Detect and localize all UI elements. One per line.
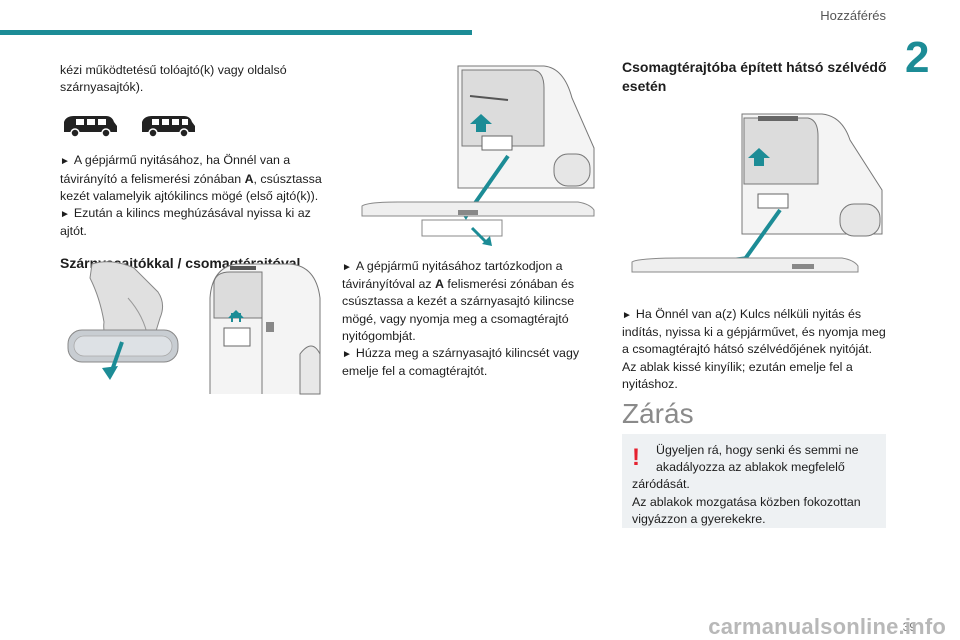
bullet-keyless-open: ►Ha Önnél van a(z) Kulcs nélküli nyitás … — [622, 307, 886, 357]
bullet-pull-wing-handle: ►Húzza meg a szárnyasajtó kilincsét vagy… — [342, 346, 580, 379]
bullet-pull-handle: ►Ezután a kilincs meghúzásával nyissa ki… — [60, 206, 311, 239]
heading-locking: Zárás — [622, 398, 694, 429]
warning-line: vigyázzon a gyerekekre. — [632, 511, 766, 526]
warning-line: Az ablakok mozgatása közben fokozottan — [632, 494, 861, 509]
tailgate-illustration — [361, 65, 595, 246]
header-accent-bar — [0, 30, 472, 35]
bullet-arrow: ► — [342, 349, 352, 361]
warning-box: ! Ügyeljen rá, hogy senki és semmi ne ak… — [622, 434, 886, 528]
van-wing-door-icon — [142, 116, 195, 139]
chapter-number: 2 — [905, 33, 930, 82]
bullet-zone-open: ►A gépjármű nyitásához tartózkodjon a tá… — [342, 259, 575, 343]
heading-rear-window: Csomagtérajtóba épített hátsó szélvédő e… — [622, 59, 887, 94]
page-number: 39 — [902, 620, 916, 634]
watermark: carmanualsonline.info — [708, 614, 946, 639]
vehicle-icons — [60, 112, 322, 139]
hand-on-handle-illustration — [67, 261, 179, 380]
column-3: Csomagtérajtóba épített hátsó szélvédő e… — [622, 58, 888, 96]
bullet-arrow: ► — [60, 209, 70, 221]
bullet-arrow: ► — [622, 310, 632, 321]
warning-line: Ügyeljen rá, hogy senki és semmi ne — [656, 443, 859, 457]
van-sliding-door-icon — [64, 116, 117, 139]
section-title: Hozzáférés — [820, 8, 886, 23]
window-opens-text: Az ablak kissé kinyílik; ezután emelje f… — [622, 359, 853, 391]
bullet-open-vehicle: ►A gépjármű nyitásához, ha Önnél van a t… — [60, 153, 322, 203]
column-3-text: ►Ha Önnél van a(z) Kulcs nélküli nyitás … — [622, 306, 888, 393]
warning-line: akadályozza az ablakok megfelelő — [656, 460, 845, 475]
intro-text: kézi működtetésű tolóajtó(k) vagy oldals… — [60, 63, 287, 95]
bullet-arrow: ► — [60, 156, 70, 168]
warning-icon: ! — [632, 444, 640, 471]
rear-wing-doors-illustration — [209, 263, 321, 395]
rear-window-illustration — [631, 113, 883, 273]
column-2: ►A gépjármű nyitásához tartózkodjon a tá… — [342, 258, 600, 380]
bullet-arrow: ► — [342, 262, 352, 273]
column-1: kézi működtetésű tolóajtó(k) vagy oldals… — [60, 62, 322, 273]
warning-line: záródását. — [632, 477, 690, 492]
